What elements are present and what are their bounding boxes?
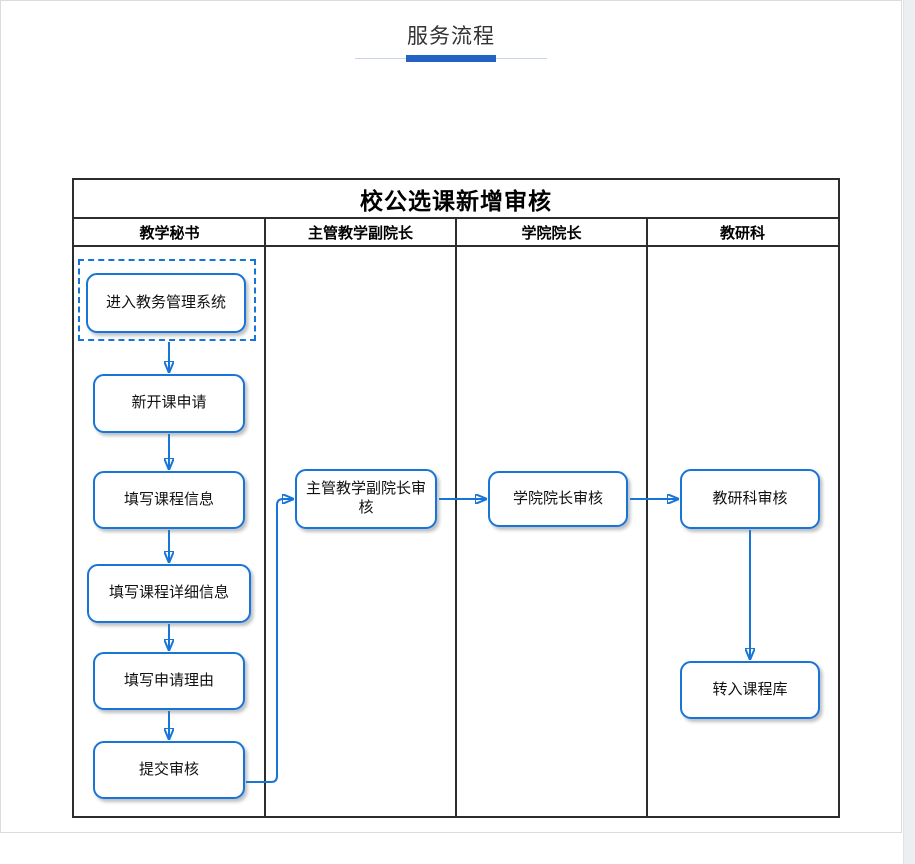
title-underline <box>355 55 547 63</box>
lane-divider <box>646 247 648 816</box>
flow-node-fill-apply-reason: 填写申请理由 <box>93 652 245 710</box>
flow-node-to-course-library: 转入课程库 <box>680 661 820 719</box>
flow-node-submit-review: 提交审核 <box>93 741 245 799</box>
lane-body: 进入教务管理系统 新开课申请 填写课程信息 填写课程详细信息 填写申请理由 提交… <box>74 247 838 816</box>
flow-node-fill-course-detail: 填写课程详细信息 <box>87 564 251 623</box>
lane-divider <box>264 219 266 245</box>
title-underline-bar <box>406 55 496 62</box>
flow-node-research-review: 教研科审核 <box>680 469 820 529</box>
flow-node-fill-course-info: 填写课程信息 <box>93 471 245 529</box>
flow-node-dean-review: 学院院长审核 <box>488 471 628 527</box>
flow-arrows <box>74 342 842 783</box>
start-node-dashed-frame <box>78 259 256 341</box>
lane-header-research-section: 教研科 <box>719 224 765 242</box>
lane-divider <box>264 247 266 816</box>
flow-node-enter-system: 进入教务管理系统 <box>86 273 246 333</box>
lane-header-teaching-secretary: 教学秘书 <box>139 224 200 242</box>
lane-divider <box>455 247 457 816</box>
flowchart-title: 校公选课新增审核 <box>74 180 838 219</box>
lane-header-dean: 学院院长 <box>521 224 582 242</box>
lane-divider <box>646 219 648 245</box>
scrollbar-track[interactable] <box>903 0 915 864</box>
page-title: 服务流程 <box>407 25 495 48</box>
lane-headers: 教学秘书 主管教学副院长 学院院长 教研科 <box>74 219 838 247</box>
flow-node-vice-dean-review: 主管教学副院长审核 <box>295 469 437 529</box>
lane-header-vice-dean: 主管教学副院长 <box>307 224 413 242</box>
flow-node-new-course-apply: 新开课申请 <box>93 374 245 433</box>
flowchart-table: 校公选课新增审核 教学秘书 主管教学副院长 学院院长 教研科 <box>72 178 840 818</box>
lane-divider <box>455 219 457 245</box>
